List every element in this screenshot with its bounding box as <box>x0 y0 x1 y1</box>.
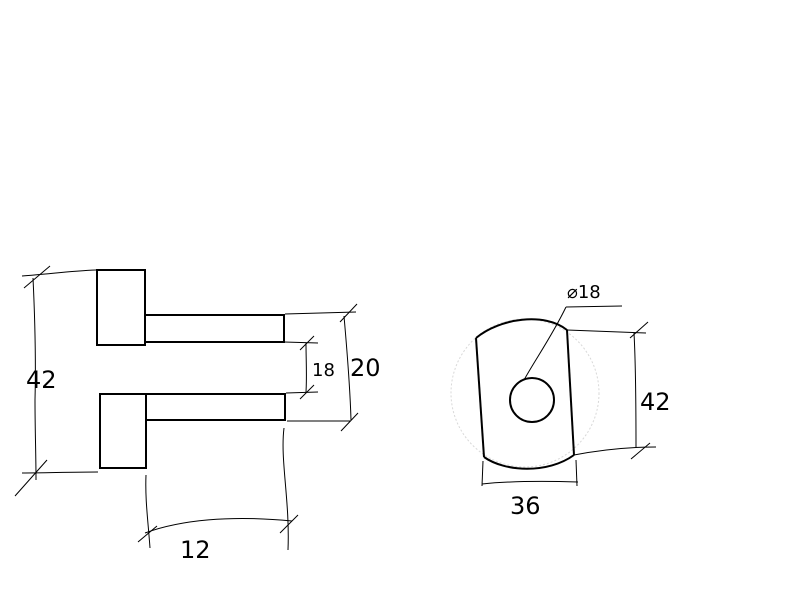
upper-head-block <box>96 269 146 346</box>
end-view: ⌀18 42 36 <box>450 282 671 520</box>
bottom-arc <box>483 454 575 470</box>
overall-height-label: 42 <box>26 366 57 394</box>
left-flat <box>475 337 485 458</box>
dim-shaft-length: 12 <box>137 427 299 564</box>
end-width-label: 36 <box>510 492 541 520</box>
dim-end-height: 42 <box>566 321 671 460</box>
dim-end-width: 36 <box>481 459 579 520</box>
dim-flange-span: 20 <box>284 303 381 432</box>
lower-shaft <box>145 393 286 421</box>
dim-gap: 18 <box>283 335 335 400</box>
top-arc <box>475 318 568 339</box>
dim-overall-height: 42 <box>14 265 99 497</box>
center-hole <box>509 377 555 423</box>
end-height-label: 42 <box>640 388 671 416</box>
side-view: 42 18 20 12 <box>14 265 381 564</box>
upper-shaft <box>144 314 285 343</box>
dim-hole-diameter: ⌀18 <box>523 282 623 381</box>
construction-circle <box>450 318 600 468</box>
gap-label: 18 <box>312 360 335 381</box>
shaft-length-label: 12 <box>180 536 211 564</box>
right-flat <box>566 329 575 456</box>
flange-span-label: 20 <box>350 354 381 382</box>
lower-head-block <box>99 393 147 469</box>
hole-diameter-label: ⌀18 <box>567 282 601 303</box>
